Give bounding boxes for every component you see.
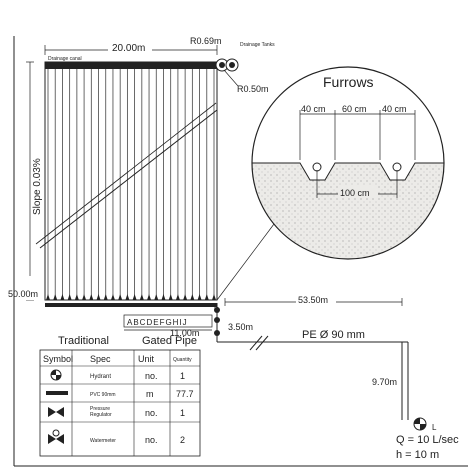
- flow-arrow: [96, 294, 101, 300]
- watermeter-icon: [48, 429, 64, 444]
- frame-lines: [13, 36, 468, 467]
- flow-arrow: [212, 294, 216, 300]
- furrows-title: Furrows: [323, 74, 374, 90]
- field-valves: [214, 303, 402, 343]
- flow-arrow: [46, 294, 50, 300]
- row-3-spec-line2: Regulator: [90, 412, 112, 418]
- detail-connector: [216, 223, 275, 301]
- left-dimension-label: 50.00m: [8, 289, 38, 299]
- head-label: h = 10 m: [396, 449, 439, 461]
- dim-53-5-label: 53.50m: [298, 295, 328, 305]
- slope-label: Slope 0.03%: [32, 158, 43, 215]
- flow-arrow: [147, 294, 152, 300]
- table-header-unit: Unit: [138, 354, 155, 364]
- hydrant-icon: [50, 369, 62, 381]
- pipe-icon: [46, 391, 68, 395]
- row-1-spec: Hydrant: [90, 374, 111, 380]
- flow-arrow: [118, 294, 123, 300]
- flow-arrow: [168, 294, 173, 300]
- flow-arrow: [89, 294, 94, 300]
- top-dimension-label: 20.00m: [112, 43, 145, 54]
- row-4-quantity: 2: [180, 435, 185, 445]
- flow-arrow: [197, 294, 202, 300]
- flow-arrow: [67, 294, 72, 300]
- row-4-unit: no.: [145, 435, 158, 445]
- traditional-label: Traditional: [58, 335, 109, 347]
- flow-arrow: [53, 294, 58, 300]
- row-2-quantity: 77.7: [176, 389, 194, 399]
- drainage-canal-bar: [45, 62, 217, 69]
- flow-arrow: [175, 294, 180, 300]
- row-1-quantity: 1: [180, 371, 185, 381]
- row-3-quantity: 1: [180, 408, 185, 418]
- radius-bottom-label: R0.50m: [237, 84, 269, 94]
- flow-arrow: [183, 294, 188, 300]
- row-3-unit: no.: [145, 408, 158, 418]
- pe-pipe-label: PE Ø 90 mm: [302, 329, 365, 341]
- flow-arrow: [82, 294, 87, 300]
- flow-arrow: [190, 294, 195, 300]
- row-1-unit: no.: [145, 371, 158, 381]
- slope-line: [39, 109, 218, 249]
- table-header-quantity: Quantity: [173, 357, 192, 363]
- legend-table: Traditional Gated Pipe Symbol Spec Unit …: [39, 335, 201, 457]
- flow-label: Q = 10 L/sec: [396, 434, 459, 446]
- dim-3-5-label: 3.50m: [228, 322, 253, 332]
- table-header-spec: Spec: [90, 354, 111, 364]
- dim-9-7-label: 9.70m: [372, 377, 397, 387]
- flow-arrow: [125, 294, 130, 300]
- field-plot: [35, 61, 218, 307]
- flow-arrows: [46, 294, 216, 300]
- flow-arrow: [132, 294, 137, 300]
- flow-arrow: [204, 294, 209, 300]
- gated-pipe-label: Gated Pipe: [142, 335, 197, 347]
- radius-top-label: R0.69m: [190, 36, 222, 46]
- table-header-symbol: Symbol: [43, 354, 73, 364]
- flow-arrow: [60, 294, 65, 300]
- row-2-unit: m: [146, 389, 154, 399]
- flow-arrow: [161, 294, 166, 300]
- furrow-lines: [47, 69, 215, 300]
- flow-arrow: [110, 294, 115, 300]
- flow-arrow: [154, 294, 159, 300]
- flow-arrow: [103, 294, 108, 300]
- pe-pipe: [249, 335, 409, 420]
- furrow-dim-3: 40 cm: [382, 104, 407, 114]
- drainage-canal-label: Drainage canal: [48, 56, 82, 62]
- furrows-detail: Furrows 40 cm 60 cm 40 cm 100 cm: [251, 66, 445, 260]
- gated-letters-box: [123, 314, 213, 328]
- pressure-regulator-icon: [48, 407, 64, 417]
- row-4-spec: Watermeter: [90, 438, 116, 444]
- dim-11-label: 11.00m: [170, 328, 199, 338]
- hydrant-source-icon: [413, 417, 427, 431]
- furrow-dim-1: 40 cm: [301, 104, 326, 114]
- l-label: L: [432, 423, 437, 432]
- flow-arrow: [139, 294, 144, 300]
- drainage-tanks: [215, 58, 239, 72]
- flow-arrow: [74, 294, 79, 300]
- gated-pipe-bar: [45, 303, 217, 307]
- gated-letters: ABCDEFGHIJ: [127, 318, 188, 327]
- row-3-spec-line1: Pressure: [90, 406, 110, 412]
- furrow-dim-2: 60 cm: [342, 104, 367, 114]
- row-2-spec: PVC 90mm: [90, 392, 116, 398]
- drainage-tanks-label: Drainage Tanks: [240, 42, 275, 48]
- furrow-dim-bottom: 100 cm: [340, 188, 370, 198]
